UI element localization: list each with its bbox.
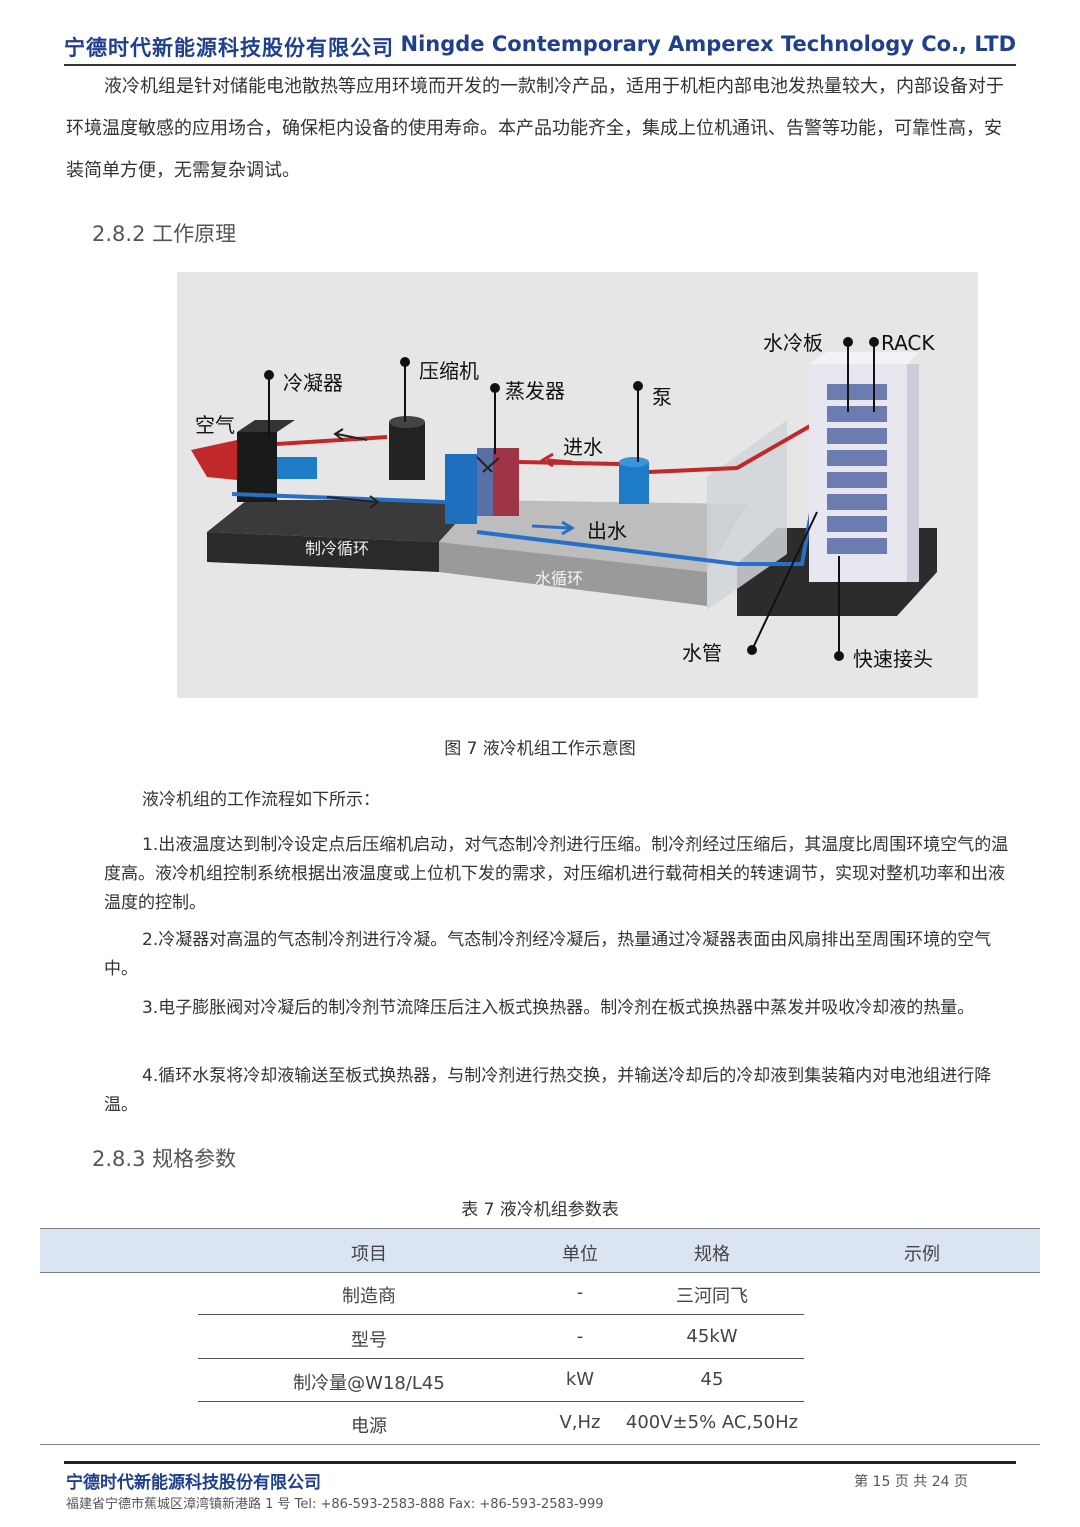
cell-spec: 45kW [686,1326,738,1347]
th-unit: 单位 [562,1244,598,1265]
label-water-cycle: 水循环 [535,569,583,588]
cell-item: 型号 [351,1330,387,1351]
label-water-in: 进水 [563,435,603,459]
step-2: 2.冷凝器对高温的气态制冷剂进行冷凝。气态制冷剂经冷凝后，热量通过冷凝器表面由风… [104,930,992,979]
cell-unit: - [576,1326,584,1347]
step-4: 4.循环水泵将冷却液输送至板式换热器，与制冷剂进行热交换，并输送冷却后的冷却液到… [104,1066,992,1115]
table-bottom-rule [40,1444,1040,1445]
flow-intro: 液冷机组的工作流程如下所示： [142,790,380,810]
th-example: 示例 [904,1244,940,1265]
section-heading-working-principle: 2.8.2 工作原理 [92,222,237,246]
label-compressor: 压缩机 [419,359,479,383]
figure-caption: 图 7 液冷机组工作示意图 [444,739,636,759]
table-title: 表 7 液冷机组参数表 [461,1200,619,1220]
cell-spec: 三河同飞 [676,1286,748,1307]
rack-shelves [827,384,887,554]
label-refrigeration-cycle: 制冷循环 [305,539,369,558]
cell-unit: - [576,1282,584,1303]
th-spec: 规格 [694,1244,730,1265]
table-row: 电源 V,Hz 400V±5% AC,50Hz [198,1401,804,1444]
label-water-pipe: 水管 [682,641,722,665]
table-row: 型号 - 45kW [198,1315,804,1359]
evaporator [445,454,477,524]
step-3: 3.电子膨胀阀对冷凝后的制冷剂节流降压后注入板式换热器。制冷剂在板式换热器中蒸发… [142,998,975,1018]
section-heading-specs: 2.8.3 规格参数 [92,1147,237,1171]
label-evaporator: 蒸发器 [505,379,565,403]
label-air: 空气 [195,413,235,437]
pump [619,462,649,504]
label-cold-plate: 水冷板 [763,331,823,355]
table-header: 项目 单位 规格 示例 [40,1228,1040,1273]
table-row: 制冷量@W18/L45 kW 45 [198,1358,804,1402]
label-water-out: 出水 [587,519,627,543]
condenser [237,432,277,502]
refrigeration-base [207,500,477,542]
cell-item: 制冷量@W18/L45 [293,1373,445,1394]
cell-item: 电源 [351,1416,387,1437]
cell-item: 制造商 [342,1286,396,1307]
air-inlet [191,440,237,480]
cell-spec: 45 [700,1369,724,1390]
intro-paragraph: 液冷机组是针对储能电池散热等应用环境而开发的一款制冷产品，适用于机柜内部电池发热… [66,76,1004,181]
th-item: 项目 [351,1244,387,1265]
compressor [389,422,425,480]
label-pump: 泵 [652,385,672,409]
cell-unit: kW [565,1369,595,1390]
label-rack: RACK [881,331,935,355]
header-company-en: Ningde Contemporary Amperex Technology C… [400,32,1016,56]
cell-unit: V,Hz [559,1412,601,1433]
table-row: 制造商 - 三河同飞 [198,1271,804,1315]
step-1: 1.出液温度达到制冷设定点后压缩机启动，对气态制冷剂进行压缩。制冷剂经过压缩后，… [104,835,1009,913]
label-condenser: 冷凝器 [283,371,343,395]
footer-address: 福建省宁德市蕉城区漳湾镇新港路 1 号 Tel: +86-593-2583-88… [66,1497,604,1512]
header-company-cn: 宁德时代新能源科技股份有限公司 [64,36,394,60]
footer-company: 宁德时代新能源科技股份有限公司 [66,1473,321,1493]
flow-arrows [326,428,500,509]
footer-rule [64,1461,1016,1464]
cell-spec: 400V±5% AC,50Hz [625,1412,799,1433]
page-header: 宁德时代新能源科技股份有限公司 Ningde Contemporary Ampe… [64,28,1016,66]
label-quick-connector: 快速接头 [853,647,933,671]
working-principle-figure: 空气 冷凝器 压缩机 蒸发器 泵 进水 出水 水冷板 RACK 制冷循环 水循环… [177,272,978,698]
page-number: 第 15 页 共 24 页 [854,1474,968,1490]
